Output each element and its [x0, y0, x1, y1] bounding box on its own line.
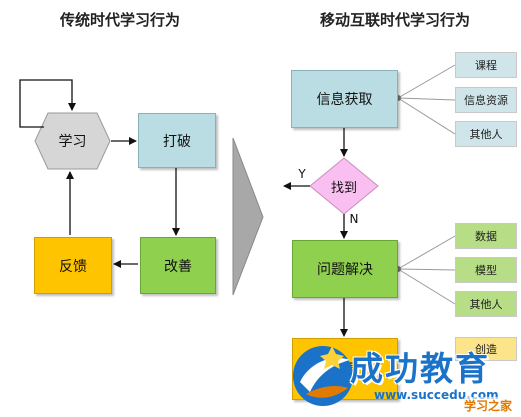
yes-label: Y [298, 167, 306, 181]
solve-source-data: 数据 [455, 223, 517, 249]
found-label: 找到 [330, 180, 357, 196]
break-node: 打破 [138, 113, 216, 168]
info-source-people: 其他人 [455, 121, 517, 147]
solve-node: 问题解决 [292, 240, 398, 298]
feedback-node: 反馈 [34, 237, 112, 294]
left-title: 传统时代学习行为 [60, 11, 181, 29]
info-node: 信息获取 [291, 70, 398, 128]
solve-source-model: 模型 [455, 257, 517, 283]
no-label: N [349, 212, 359, 226]
watermark-logo: 成功教育 www.succedu.com 学习之家 [288, 336, 521, 417]
study-hexagon [34, 112, 111, 170]
logo-sub: 学习之家 [464, 397, 513, 414]
info-source-resource: 信息资源 [455, 87, 517, 113]
improve-node: 改善 [140, 237, 216, 294]
solve-source-people: 其他人 [455, 291, 517, 317]
transition-triangle [232, 137, 264, 296]
info-source-course: 课程 [455, 52, 517, 78]
right-title: 移动互联时代学习行为 [320, 11, 471, 29]
study-node: 学习 [58, 134, 87, 150]
create-leaf: 创造 [455, 337, 517, 361]
logo-emblem-icon [293, 346, 353, 406]
loop-arrow [19, 79, 76, 128]
logo-name: 成功教育 [350, 349, 490, 388]
